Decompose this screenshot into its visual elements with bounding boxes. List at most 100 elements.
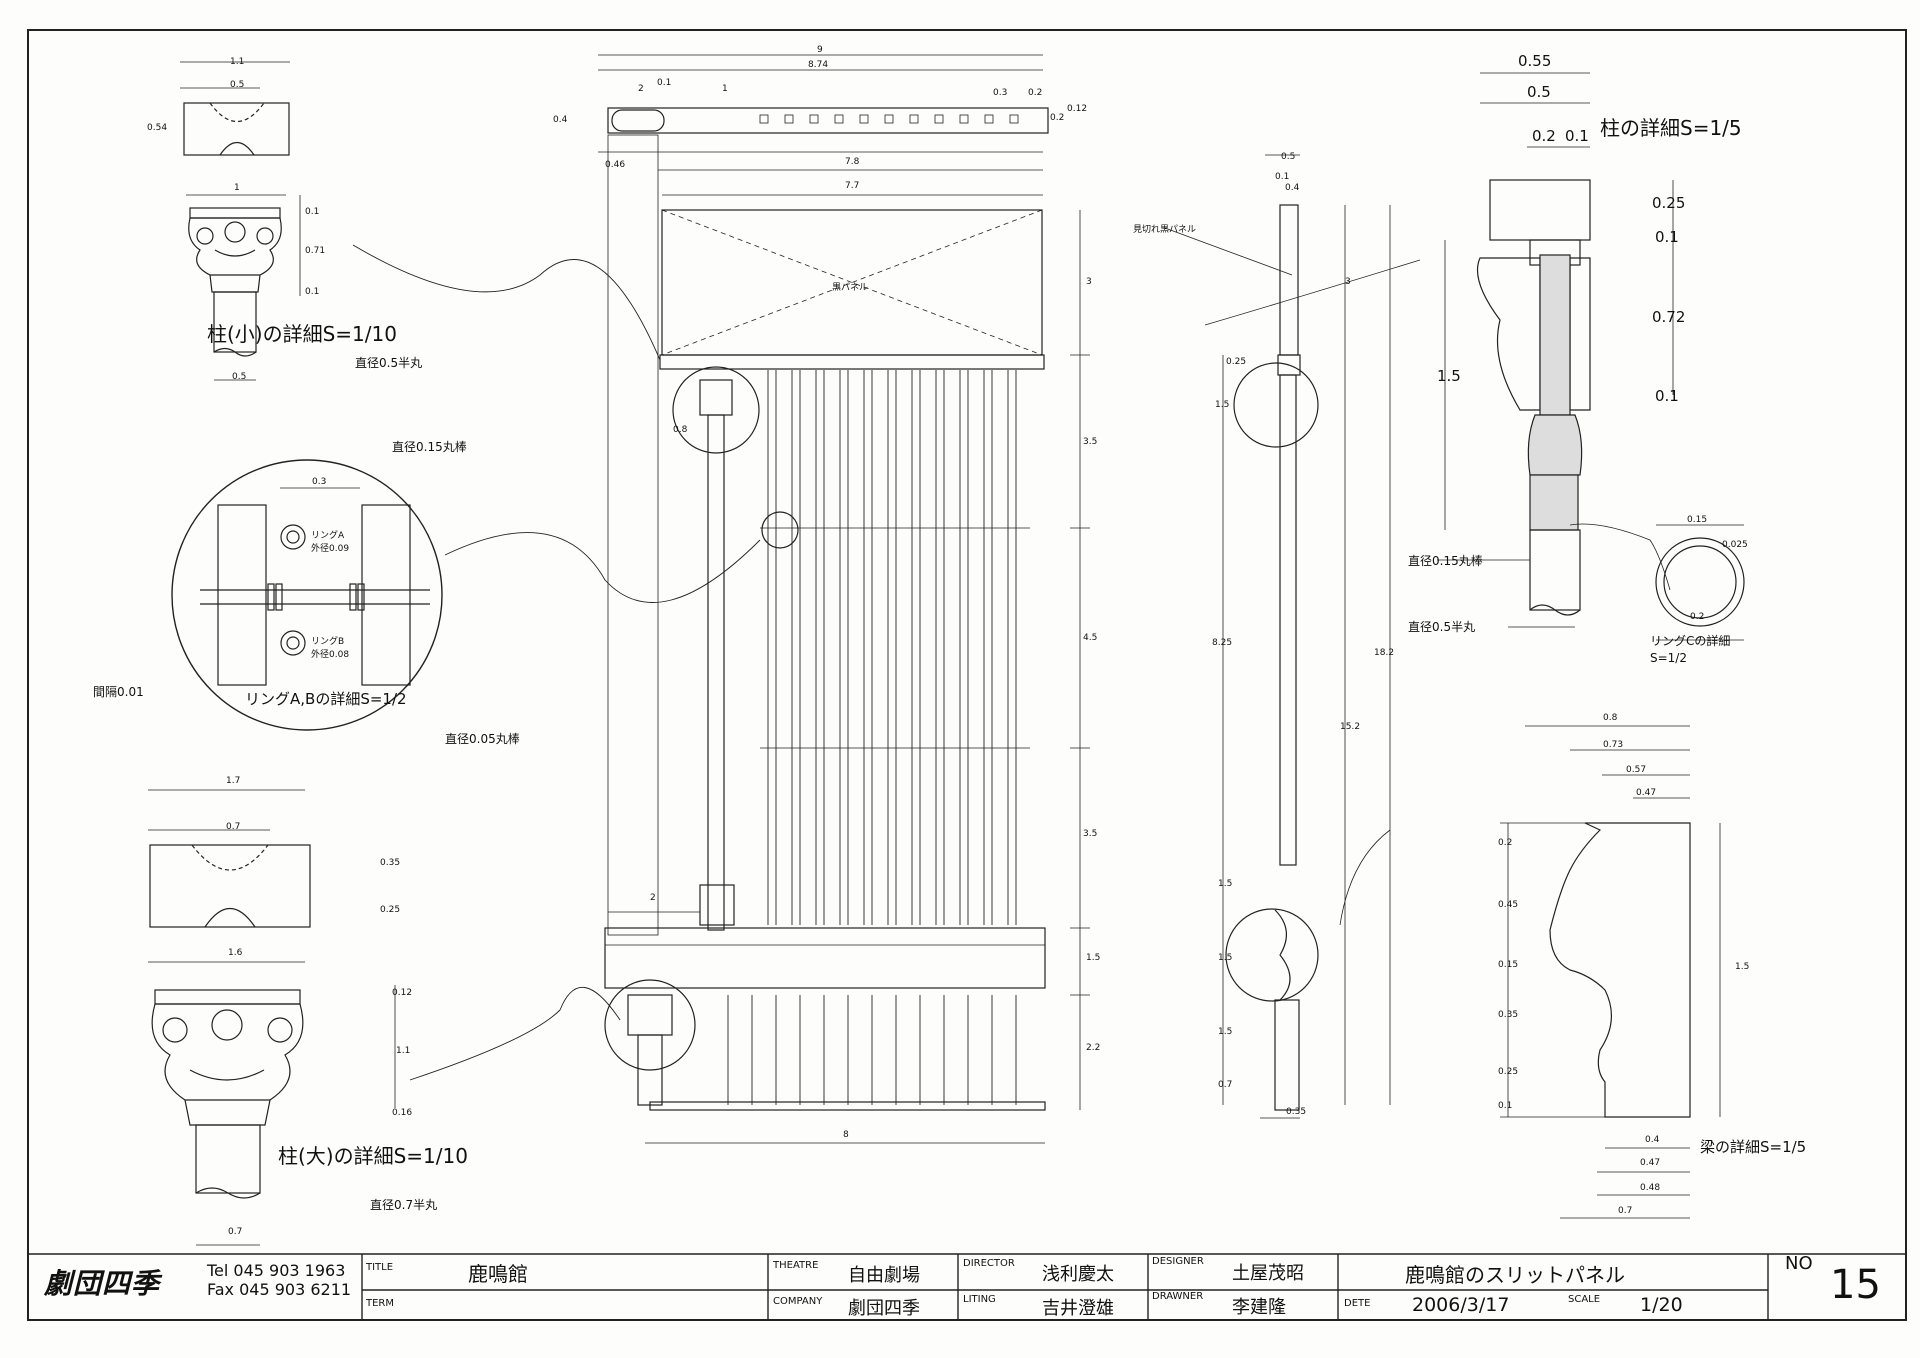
- side-section: [1222, 154, 1391, 1119]
- note-dia-005-rod: 直径0.05丸棒: [445, 732, 520, 746]
- dim-cl-07b: 0.7: [228, 1227, 243, 1237]
- dim-s-025: 0.25: [1226, 357, 1247, 367]
- liting-value: 吉井澄雄: [1042, 1298, 1114, 1319]
- dim-plan-02b: 0.2: [1050, 113, 1065, 123]
- dim-cs-05: 0.5: [230, 80, 245, 90]
- dim-w-8: 8: [843, 1130, 849, 1140]
- date-value: 2006/3/17: [1412, 1294, 1510, 1316]
- dim-cl-012: 0.12: [392, 988, 413, 998]
- theatre-key: THEATRE: [773, 1260, 819, 1271]
- dim-s-15c: 1.5: [1218, 953, 1233, 963]
- title-block-lines: [28, 1253, 1906, 1320]
- beam-detail: [1500, 725, 1721, 1219]
- dim-cs-11: 1.1: [230, 57, 245, 67]
- dim-top-01: 0.1: [657, 78, 672, 88]
- dim-cs-054: 0.54: [147, 123, 168, 133]
- ring-c-title: リングCの詳細: [1650, 634, 1731, 648]
- title-key: TITLE: [366, 1262, 394, 1273]
- dim-cs-01b: 0.1: [305, 287, 320, 297]
- dim-top-02: 0.2: [1028, 88, 1043, 98]
- director-value: 浅利慶太: [1042, 1264, 1114, 1285]
- director-key: DIRECTOR: [963, 1258, 1015, 1269]
- note-dia-05-half: 直径0.5半丸: [355, 356, 423, 370]
- dim-top-874: 8.74: [808, 60, 829, 70]
- dim-s-05: 0.5: [1281, 152, 1296, 162]
- dim-s-182: 18.2: [1374, 648, 1395, 658]
- ring-c-scale: S=1/2: [1650, 651, 1687, 665]
- date-key: DETE: [1344, 1298, 1371, 1309]
- dim-bm-048: 0.48: [1640, 1183, 1661, 1193]
- dim-bm-047b: 0.47: [1640, 1158, 1661, 1168]
- dim-h-45: 4.5: [1083, 633, 1098, 643]
- col-large-detail: [148, 789, 396, 1246]
- dim-w-08: 0.8: [673, 425, 688, 435]
- main-elevation: [598, 54, 1090, 1144]
- dim-cd-055: 0.55: [1518, 52, 1552, 70]
- term-key: TERM: [366, 1298, 395, 1309]
- note-dia-05-half-right: 直径0.5半丸: [1408, 620, 1476, 634]
- dim-top-1: 1: [722, 84, 728, 94]
- dim-bm-035: 0.35: [1498, 1010, 1519, 1020]
- dim-w-77: 7.7: [845, 181, 860, 191]
- dim-bm-057: 0.57: [1626, 765, 1647, 775]
- dim-cl-16: 1.6: [228, 948, 243, 958]
- dim-cd-01: 0.1: [1565, 127, 1589, 145]
- dim-bm-073: 0.73: [1603, 740, 1624, 750]
- dim-s-15b: 1.5: [1218, 879, 1233, 889]
- dim-s-07: 0.7: [1218, 1080, 1233, 1090]
- note-dia-07-half: 直径0.7半丸: [370, 1198, 438, 1212]
- dim-cl-07: 0.7: [226, 822, 241, 832]
- dim-s-15d: 1.5: [1218, 1027, 1233, 1037]
- fax: Fax 045 903 6211: [207, 1280, 352, 1299]
- dim-h-15: 1.5: [1086, 953, 1101, 963]
- note-spacing: 間隔0.01: [93, 685, 144, 699]
- note-ring-a: リングA: [311, 531, 345, 541]
- dim-cs-1: 1: [234, 183, 240, 193]
- dim-rc-0025: 0.025: [1722, 540, 1748, 550]
- dim-rc-015: 0.15: [1687, 515, 1708, 525]
- dim-s-035: 0.35: [1286, 1107, 1307, 1117]
- company-value: 劇団四季: [848, 1298, 920, 1319]
- dim-cd-15: 1.5: [1437, 367, 1461, 385]
- dim-s-3: 3: [1345, 277, 1351, 287]
- dim-rc-02: 0.2: [1690, 612, 1705, 622]
- dim-h-35b: 3.5: [1083, 829, 1098, 839]
- dim-top-2: 2: [638, 84, 644, 94]
- drawing-title: 鹿鳴館のスリットパネル: [1405, 1263, 1625, 1287]
- dim-w-046: 0.46: [605, 160, 626, 170]
- dim-cl-17: 1.7: [226, 776, 241, 786]
- company-key: COMPANY: [773, 1296, 823, 1307]
- dim-bm-04: 0.4: [1645, 1135, 1660, 1145]
- dim-cl-016: 0.16: [392, 1108, 413, 1118]
- dim-cd-01c: 0.1: [1655, 387, 1679, 405]
- drawner-key: DRAWNER: [1152, 1291, 1204, 1302]
- scale-value: 1/20: [1640, 1294, 1683, 1316]
- dim-h-3: 3: [1086, 277, 1092, 287]
- dim-bm-025: 0.25: [1498, 1067, 1519, 1077]
- dim-h-35a: 3.5: [1083, 437, 1098, 447]
- dim-cd-01b: 0.1: [1655, 228, 1679, 246]
- scale-key: SCALE: [1568, 1294, 1601, 1305]
- note-dia-015-rod: 直径0.15丸棒: [392, 440, 467, 454]
- dim-plan-04: 0.4: [553, 115, 568, 125]
- dim-bm-045: 0.45: [1498, 900, 1519, 910]
- dim-cs-01a: 0.1: [305, 207, 320, 217]
- note-ring-b-od: 外径0.08: [311, 650, 350, 660]
- dim-cs-05b: 0.5: [232, 372, 247, 382]
- dim-w-78: 7.8: [845, 157, 860, 167]
- dim-cl-11: 1.1: [396, 1046, 411, 1056]
- note-masking-panel: 見切れ黒パネル: [1133, 225, 1197, 235]
- note-black-panel: 黒パネル: [832, 283, 869, 293]
- dim-cl-035: 0.35: [380, 858, 401, 868]
- dim-bm-015: 0.15: [1498, 960, 1519, 970]
- tel: Tel 045 903 1963: [207, 1261, 346, 1280]
- dim-bm-07: 0.7: [1618, 1206, 1633, 1216]
- logo: 劇団四季: [44, 1267, 161, 1300]
- dim-bm-08: 0.8: [1603, 713, 1618, 723]
- dim-bm-15: 1.5: [1735, 962, 1750, 972]
- sheet-border: [27, 29, 1907, 1321]
- ring-c-detail: [1655, 524, 1745, 641]
- designer-key: DESIGNER: [1152, 1256, 1204, 1267]
- col-large-title: 柱(大)の詳細S=1/10: [278, 1144, 468, 1168]
